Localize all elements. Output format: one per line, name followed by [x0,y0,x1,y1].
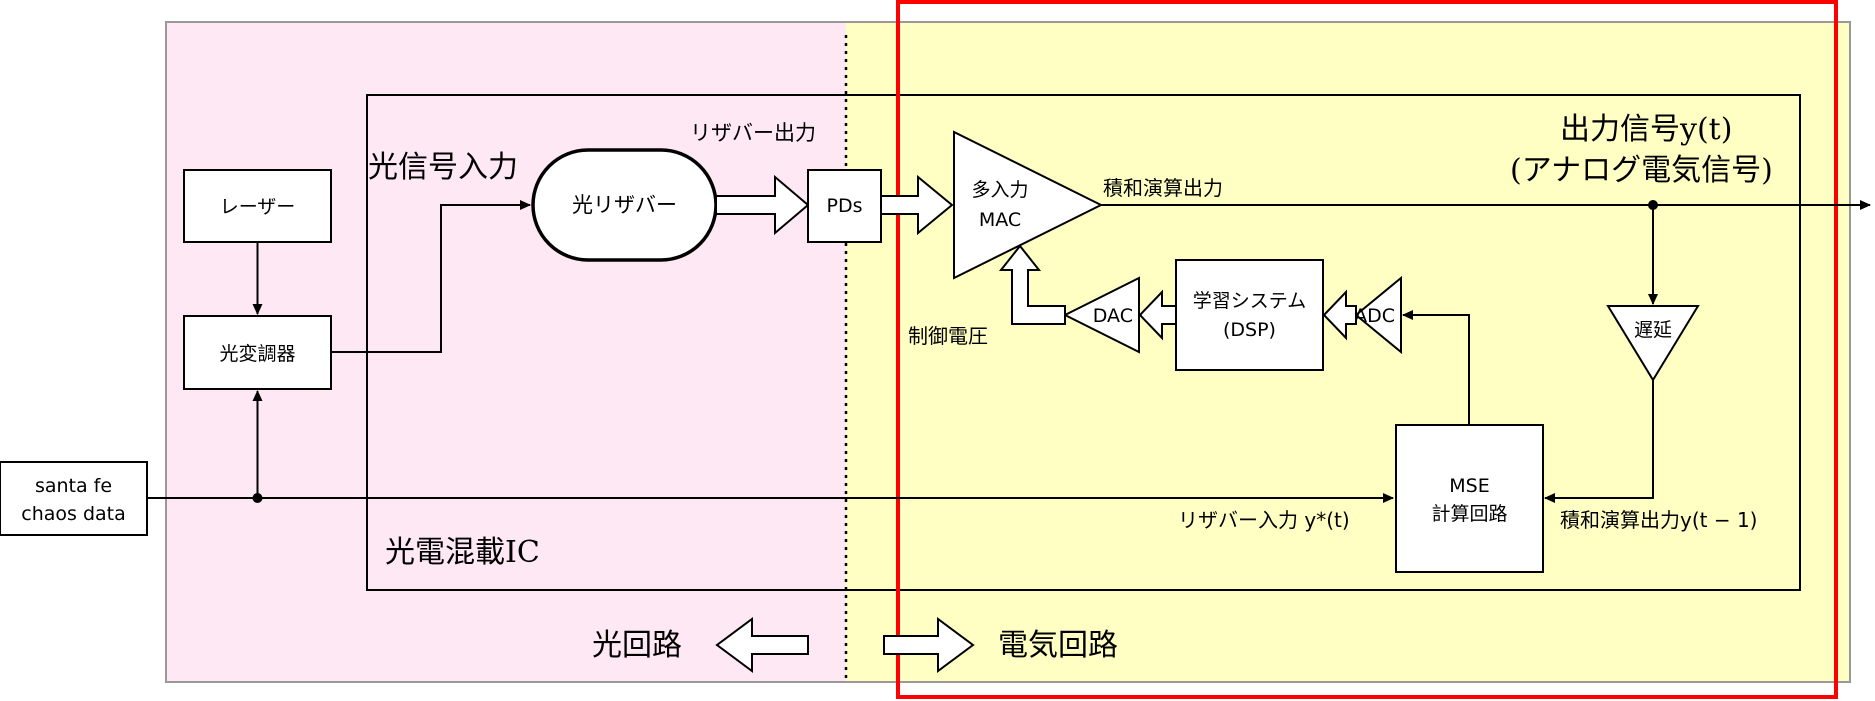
dac-label: DAC [1093,305,1133,327]
dac-to-mac-block-arrow [998,244,1066,325]
adc-converter [1354,275,1402,355]
mac-label-2: MAC [979,209,1021,231]
dsp-label-1: 学習システム [1193,290,1306,312]
modulator-label: 光変調器 [219,343,295,365]
outer-border [165,21,1851,683]
pds-label: PDs [827,195,863,217]
modulator-box [183,315,332,390]
pds-to-mac-arrow [880,174,954,236]
mac-amplifier [953,130,1104,280]
optical-reservoir-label: 光リザバー [572,193,677,217]
output-signal-label-2: (アナログ電気信号) [1510,153,1773,188]
control-voltage-label: 制御電圧 [908,324,988,348]
reservoir-output-label: リザバー出力 [690,121,816,145]
adc-to-dsp-block-arrow [1322,289,1357,341]
adc-label: ADC [1354,305,1395,327]
mse-box [1395,424,1544,573]
input-source-label-1: santa fe [35,475,112,497]
electrical-region [846,22,1850,682]
dsp-box [1175,259,1324,371]
dac-converter [1062,276,1140,354]
modulator-to-reservoir-arrow [331,200,531,353]
mse-label-1: MSE [1449,475,1489,497]
dsp-to-dac-block-arrow [1138,289,1177,341]
input-source-box [0,461,148,536]
ic-boundary [366,94,1801,591]
delay-element [1606,305,1700,382]
output-signal-label-1: 出力信号y(t) [1560,112,1732,147]
input-source-label-2: chaos data [21,503,126,525]
mac-output-label: 積和演算出力 [1103,176,1223,200]
optical-circuit-label: 光回路 [592,628,682,663]
mac-output-delayed-label: 積和演算出力y(t − 1) [1560,508,1757,532]
laser-box [183,169,332,243]
pds-box [807,169,882,243]
optical-input-label: 光信号入力 [368,150,518,185]
delay-to-mse-arrow [1544,380,1654,503]
mse-to-adc-arrow [1402,310,1470,425]
laser-label: レーザー [220,196,296,218]
ic-label: 光電混載IC [385,535,540,570]
optical-direction-arrow [715,617,809,673]
mac-label-1: 多入力 [971,179,1028,201]
mse-label-2: 計算回路 [1431,503,1507,525]
electrical-direction-arrow [883,617,975,673]
dsp-label-2: (DSP) [1223,319,1276,341]
highlight-box [896,0,1838,699]
reservoir-to-pds-arrow [715,174,810,236]
reservoir-input-label: リザバー入力 y*(t) [1178,508,1350,532]
delay-label: 遅延 [1634,319,1672,341]
electrical-circuit-label: 電気回路 [998,628,1118,663]
